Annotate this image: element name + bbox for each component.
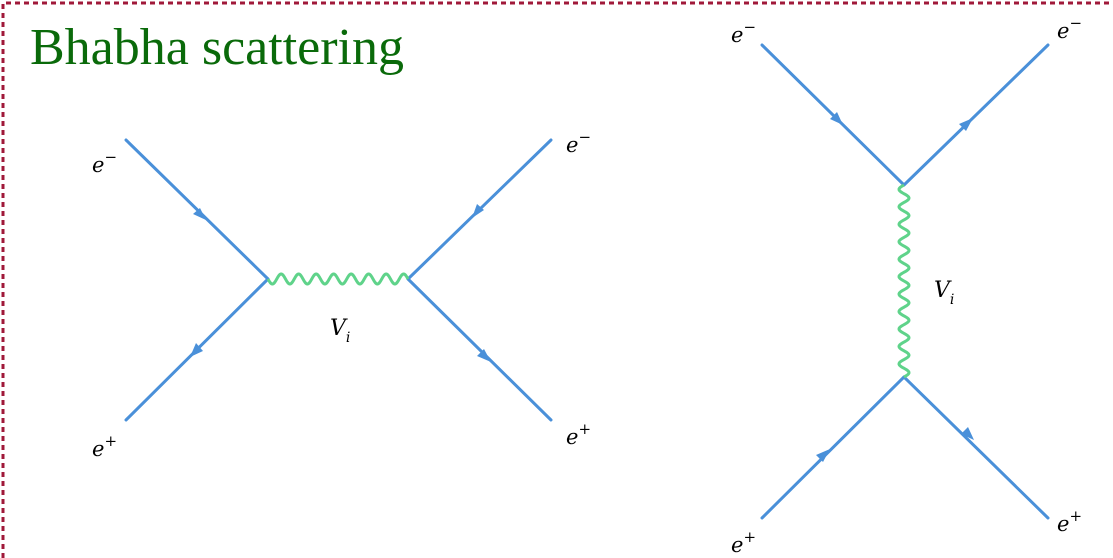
boson-propagator-t-channel [897,183,911,379]
arrow-in-top [193,208,206,220]
fermion-line-out-top [902,43,1050,187]
particle-label-out-top: e− [1057,14,1082,43]
fermion-line-out-bottom [902,375,1050,520]
particle-label-out-top: e− [566,128,591,157]
arrow-out-bottom [961,427,974,440]
particle-label-out-bottom: e+ [566,420,591,449]
fermion-line-out-bottom [406,277,553,422]
particle-label-in-top: e− [92,148,117,177]
boson-symbol: V [934,278,952,303]
fermion-line-in-top [124,138,270,281]
boson-subscript: i [950,292,954,308]
arrow-in-bottom [190,343,203,357]
arrow-out-top [472,204,484,218]
arrow-out-bottom [477,349,491,362]
boson-propagator-s-channel [266,272,410,286]
arrow-in-bottom [816,449,830,462]
particle-label-in-bottom: e+ [731,528,756,557]
page-title: Bhabha scattering [30,19,404,76]
boson-label-s-channel: Vi [330,316,350,346]
particle-label-out-bottom: e+ [1057,507,1082,536]
particle-label-in-top: e− [731,18,756,47]
boson-symbol: V [330,316,348,341]
diagram-s-channel: Vi e− e+ e− e+ [92,128,591,461]
arrow-out-top [959,118,973,131]
fermion-line-in-top [760,43,906,187]
boson-label-t-channel: Vi [934,278,954,308]
fermion-line-in-bottom [760,375,906,520]
particle-label-in-bottom: e+ [92,432,117,461]
boson-subscript: i [346,330,350,346]
diagram-t-channel: Vi e− e− e+ e+ [731,14,1082,557]
arrow-in-top [830,112,843,125]
